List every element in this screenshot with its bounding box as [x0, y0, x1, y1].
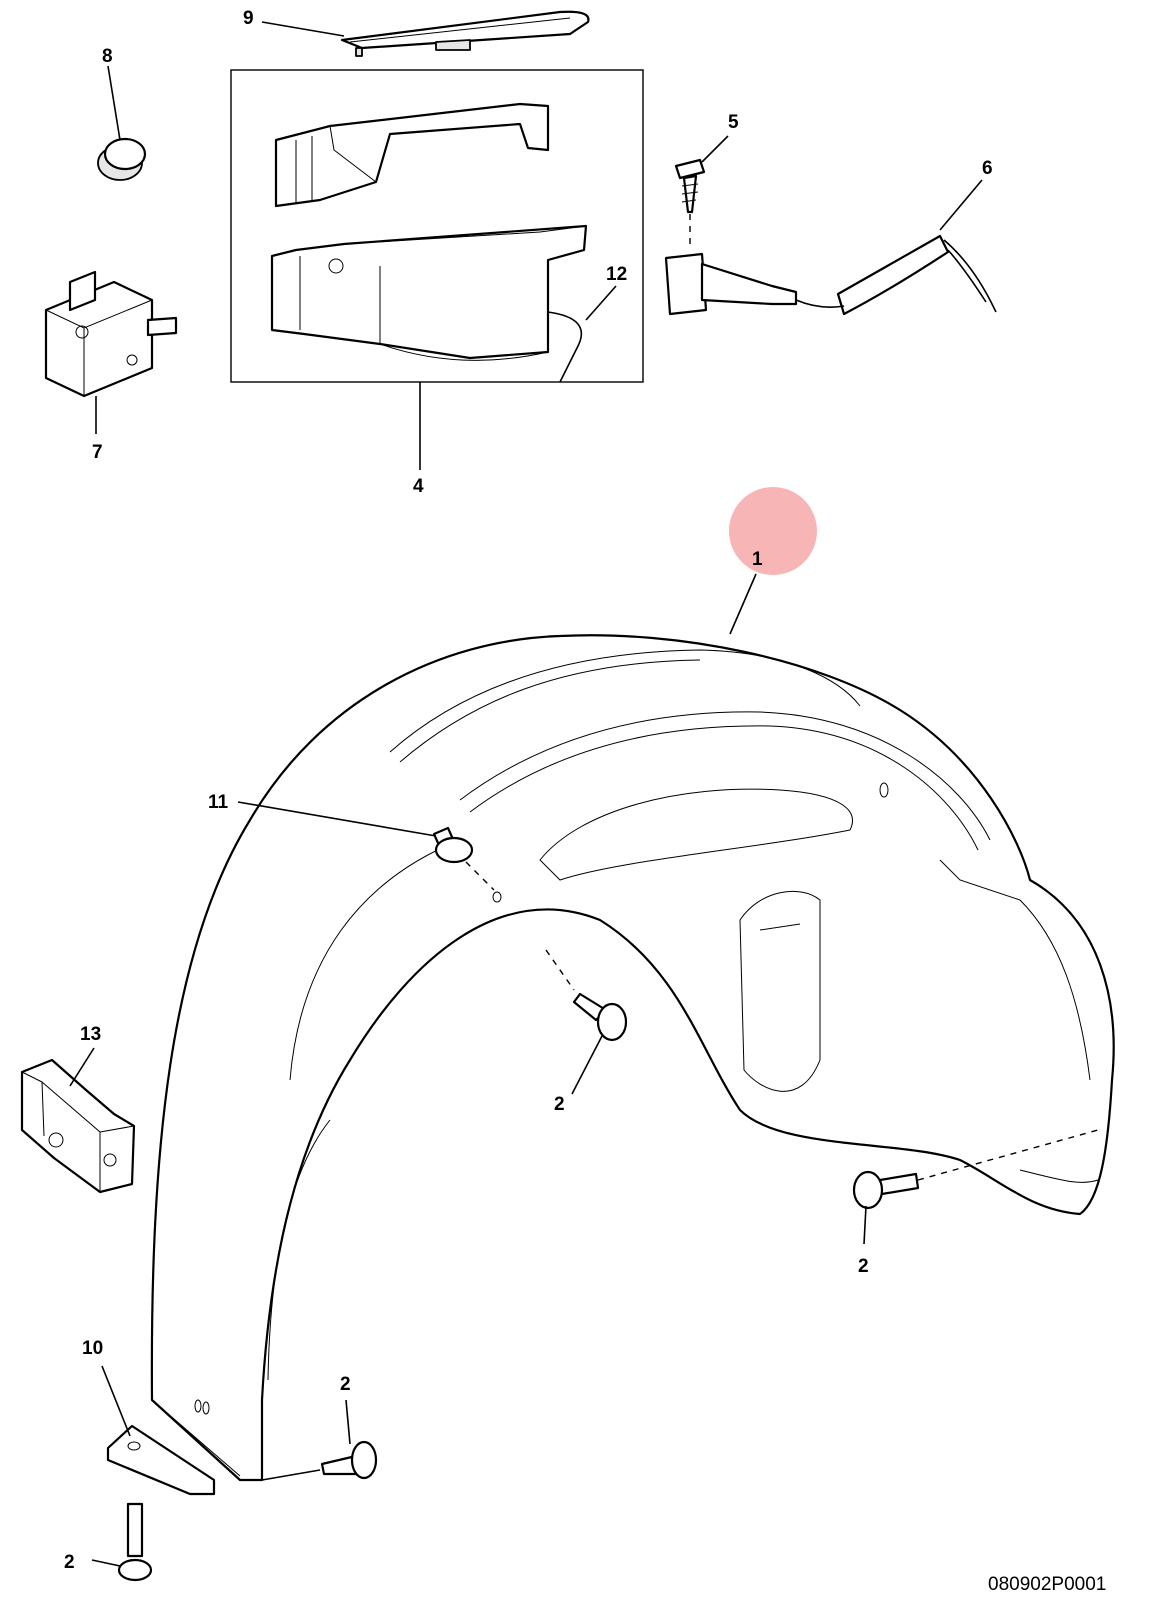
diagram-code: 080902P0001 — [988, 1574, 1106, 1595]
callout-12: 12 — [606, 264, 627, 285]
part-1-wheel-arch-liner — [150, 634, 1115, 1482]
part-13-clip — [20, 1058, 136, 1194]
callout-11: 11 — [208, 792, 229, 813]
part-2-screw-c — [320, 1440, 378, 1480]
part-2-screw-b — [852, 1170, 920, 1210]
part-2-screw-a — [572, 992, 628, 1042]
part-6-sensor — [664, 234, 997, 316]
part-7-switch — [44, 270, 178, 398]
part-5-screw — [674, 158, 706, 214]
callout-10: 10 — [82, 1338, 103, 1359]
callout-4: 4 — [413, 476, 424, 497]
part-8-cap — [97, 137, 147, 181]
callout-8: 8 — [102, 46, 113, 67]
callout-2-b: 2 — [858, 1256, 869, 1277]
part-12-cable — [547, 311, 583, 383]
callout-2-a: 2 — [554, 1094, 565, 1115]
leader-lines — [69, 21, 983, 1567]
part-4-fuel-filler-box — [230, 69, 644, 383]
part-2-screw-d — [117, 1502, 153, 1582]
part-2-screw-c-axis — [261, 1469, 321, 1481]
callout-6: 6 — [982, 158, 993, 179]
part-2-screw-a-axis — [545, 949, 575, 991]
callout-2-c: 2 — [340, 1374, 351, 1395]
part-10-bracket — [106, 1399, 241, 1496]
callout-5: 5 — [728, 112, 739, 133]
part-9-trim-strip — [340, 10, 590, 57]
callout-9: 9 — [243, 8, 254, 29]
highlight-circle — [729, 487, 817, 575]
callout-1: 1 — [752, 549, 763, 570]
callout-7: 7 — [92, 442, 103, 463]
callout-2-d: 2 — [64, 1552, 75, 1573]
part-11-plug — [432, 826, 474, 864]
callout-13: 13 — [80, 1024, 101, 1045]
